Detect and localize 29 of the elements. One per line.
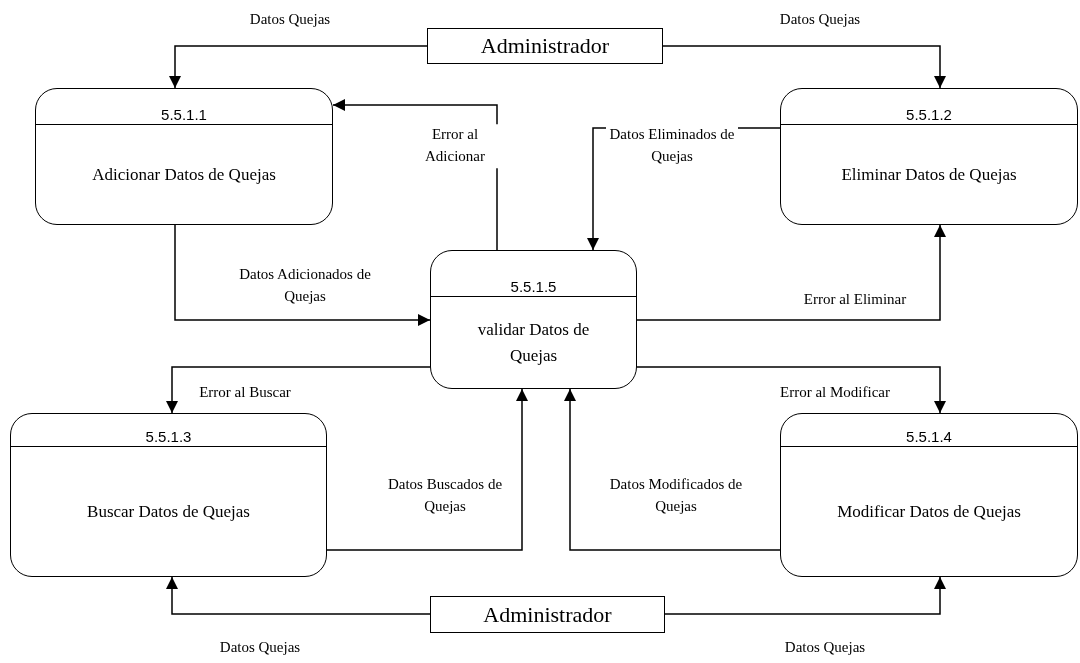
- process-name: Adicionar Datos de Quejas: [92, 163, 276, 186]
- arrow: [326, 388, 528, 551]
- process-box: [10, 413, 327, 577]
- entity-name: Administrador: [483, 601, 612, 628]
- entity-name: Administrador: [480, 33, 610, 59]
- process-number: 5.5.1.4: [906, 429, 952, 444]
- arrow: [166, 576, 431, 615]
- process-number: 5.5.1.5: [510, 279, 557, 294]
- process-box: [35, 88, 333, 225]
- external-entity-box: [427, 28, 663, 64]
- arrow: [166, 366, 431, 414]
- process-name: Modificar Datos de Quejas: [837, 500, 1021, 523]
- arrow: [564, 388, 781, 551]
- arrow: [174, 224, 431, 326]
- process-box: [780, 413, 1078, 577]
- arrow: [169, 45, 428, 89]
- process-box: [430, 250, 637, 389]
- process-name: Buscar Datos de Quejas: [87, 500, 250, 523]
- arrow: [636, 224, 946, 321]
- arrow: [664, 576, 946, 615]
- external-entity-box: [430, 596, 665, 633]
- process-name: Eliminar Datos de Quejas: [841, 163, 1017, 186]
- process-number: 5.5.1.1: [161, 107, 207, 122]
- process-box: [780, 88, 1078, 225]
- arrow: [636, 366, 946, 414]
- process-number: 5.5.1.3: [145, 429, 192, 444]
- arrow: [662, 45, 946, 89]
- process-name: validar Datos de Quejas: [476, 319, 591, 367]
- process-number: 5.5.1.2: [906, 107, 952, 122]
